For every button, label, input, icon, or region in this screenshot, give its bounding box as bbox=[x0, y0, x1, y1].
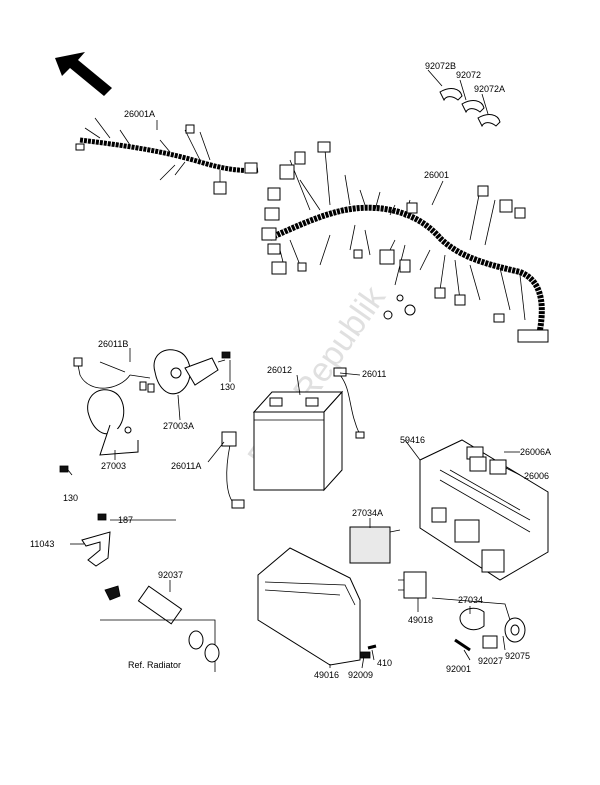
sub-harness-26001a bbox=[75, 117, 259, 195]
label-26011a: 26011A bbox=[171, 461, 201, 471]
front-arrow-icon bbox=[55, 52, 112, 96]
horn-27003a bbox=[153, 349, 226, 395]
rubber-92037 bbox=[137, 585, 183, 625]
label-130-upper: 130 bbox=[220, 382, 235, 392]
label-59416: 59416 bbox=[400, 435, 425, 445]
battery-cable-26011 bbox=[333, 367, 365, 439]
label-26001a: 26001A bbox=[124, 109, 155, 119]
battery-26012 bbox=[252, 390, 344, 492]
part-labels: 26001A 26001 92072B 92072 92072A 26011B … bbox=[30, 61, 551, 680]
fuses-26006 bbox=[466, 446, 507, 475]
label-92037: 92037 bbox=[158, 570, 183, 580]
horn-27003 bbox=[87, 389, 139, 456]
label-27034a: 27034A bbox=[352, 508, 383, 518]
bracket-11043 bbox=[81, 513, 111, 567]
relay-49018 bbox=[398, 571, 427, 599]
label-92072b: 92072B bbox=[425, 61, 456, 71]
battery-cable-26011a bbox=[221, 431, 245, 509]
label-27003: 27003 bbox=[101, 461, 126, 471]
harness-clips bbox=[439, 88, 501, 128]
junction-box-59416 bbox=[419, 439, 549, 581]
grommet-92075 bbox=[504, 617, 526, 643]
label-26001: 26001 bbox=[424, 170, 449, 180]
label-26011b: 26011B bbox=[98, 339, 128, 349]
label-27034: 27034 bbox=[458, 595, 483, 605]
label-ref-radiator: Ref. Radiator bbox=[128, 660, 181, 670]
main-harness-26001 bbox=[261, 141, 549, 343]
screw-92001 bbox=[454, 638, 471, 652]
label-92009: 92009 bbox=[348, 670, 373, 680]
label-410: 410 bbox=[377, 658, 392, 668]
label-26006: 26006 bbox=[524, 471, 549, 481]
label-26011: 26011 bbox=[362, 369, 386, 379]
label-92001: 92001 bbox=[446, 664, 471, 674]
horn-wire-26011b bbox=[73, 357, 155, 393]
relay-27034 bbox=[459, 607, 485, 631]
label-92072a: 92072A bbox=[474, 84, 505, 94]
label-92027: 92027 bbox=[478, 656, 503, 666]
radiator-mount bbox=[100, 585, 220, 672]
leader-lines bbox=[67, 69, 521, 669]
label-27003a: 27003A bbox=[163, 421, 194, 431]
relay-27034a bbox=[349, 526, 401, 564]
screws-92009-410 bbox=[359, 644, 377, 659]
label-92072: 92072 bbox=[456, 70, 481, 80]
collar-92027 bbox=[482, 635, 498, 649]
label-187: 187 bbox=[118, 515, 133, 525]
cover-49016 bbox=[257, 547, 361, 666]
label-26012: 26012 bbox=[267, 365, 292, 375]
label-92075: 92075 bbox=[505, 651, 530, 661]
bolts-130 bbox=[59, 351, 231, 473]
label-26006a: 26006A bbox=[520, 447, 551, 457]
label-49018: 49018 bbox=[408, 615, 433, 625]
label-11043: 11043 bbox=[30, 539, 54, 549]
label-49016: 49016 bbox=[314, 670, 339, 680]
label-130-lower: 130 bbox=[63, 493, 78, 503]
